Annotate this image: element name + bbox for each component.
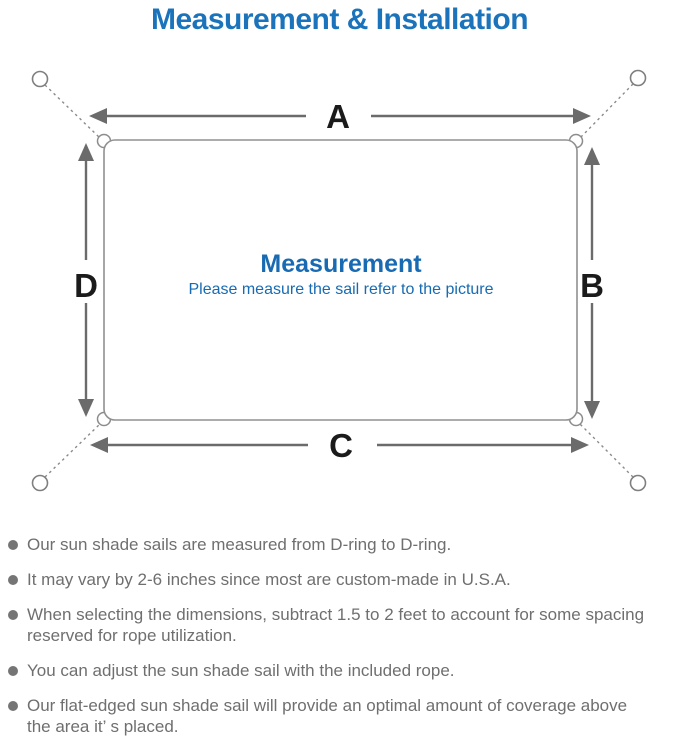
anchor-ring-top-right-icon [629, 69, 647, 87]
dimension-label-c: C [329, 427, 353, 464]
diagram-center-subtitle: Please measure the sail refer to the pic… [188, 281, 493, 298]
arrow-d-bottom-head-icon [78, 399, 94, 417]
arrow-b-bottom-head-icon [584, 401, 600, 419]
note-text: You can adjust the sun shade sail with t… [27, 661, 455, 680]
note-text: When selecting the dimensions, subtract … [27, 605, 645, 645]
dimension-label-d: D [74, 267, 98, 304]
bullet-icon [8, 575, 18, 585]
dimension-label-a: A [326, 98, 350, 135]
sail-outline [103, 139, 578, 421]
tension-line-bottom-left [44, 423, 101, 478]
bullet-icon [8, 540, 18, 550]
list-item: When selecting the dimensions, subtract … [8, 604, 673, 646]
dimension-label-b: B [580, 267, 604, 304]
tension-lines [44, 83, 634, 478]
measurement-diagram: A B C D Measurement Please measure the s… [0, 60, 679, 520]
list-item: You can adjust the sun shade sail with t… [8, 660, 673, 681]
anchor-rings [31, 69, 647, 492]
arrow-a-right-head-icon [573, 108, 591, 124]
arrow-a-left-head-icon [89, 108, 107, 124]
list-item: Our sun shade sails are measured from D-… [8, 534, 673, 555]
arrow-d-top-head-icon [78, 143, 94, 161]
dimension-arrows [78, 108, 600, 453]
notes-list: Our sun shade sails are measured from D-… [8, 534, 673, 739]
arrow-b-top-head-icon [584, 147, 600, 165]
diagram-canvas: A B C D Measurement Please measure the s… [31, 69, 647, 492]
tension-line-top-right [579, 83, 634, 139]
anchor-ring-top-left-icon [31, 70, 49, 88]
anchor-ring-bottom-left-icon [31, 474, 49, 492]
list-item: It may vary by 2-6 inches since most are… [8, 569, 673, 590]
page-title: Measurement & Installation [150, 3, 529, 36]
note-text: Our flat-edged sun shade sail will provi… [27, 696, 628, 736]
diagram-center-title: Measurement [260, 250, 422, 278]
tension-line-bottom-right [579, 423, 634, 478]
arrow-c-left-head-icon [90, 437, 108, 453]
bullet-icon [8, 610, 18, 620]
note-text: Our sun shade sails are measured from D-… [27, 535, 452, 554]
note-text: It may vary by 2-6 inches since most are… [27, 570, 511, 589]
anchor-ring-bottom-right-icon [629, 474, 647, 492]
list-item: Our flat-edged sun shade sail will provi… [8, 695, 673, 737]
arrow-c-right-head-icon [571, 437, 589, 453]
tension-line-top-left [44, 84, 101, 139]
bullet-icon [8, 666, 18, 676]
bullet-icon [8, 701, 18, 711]
